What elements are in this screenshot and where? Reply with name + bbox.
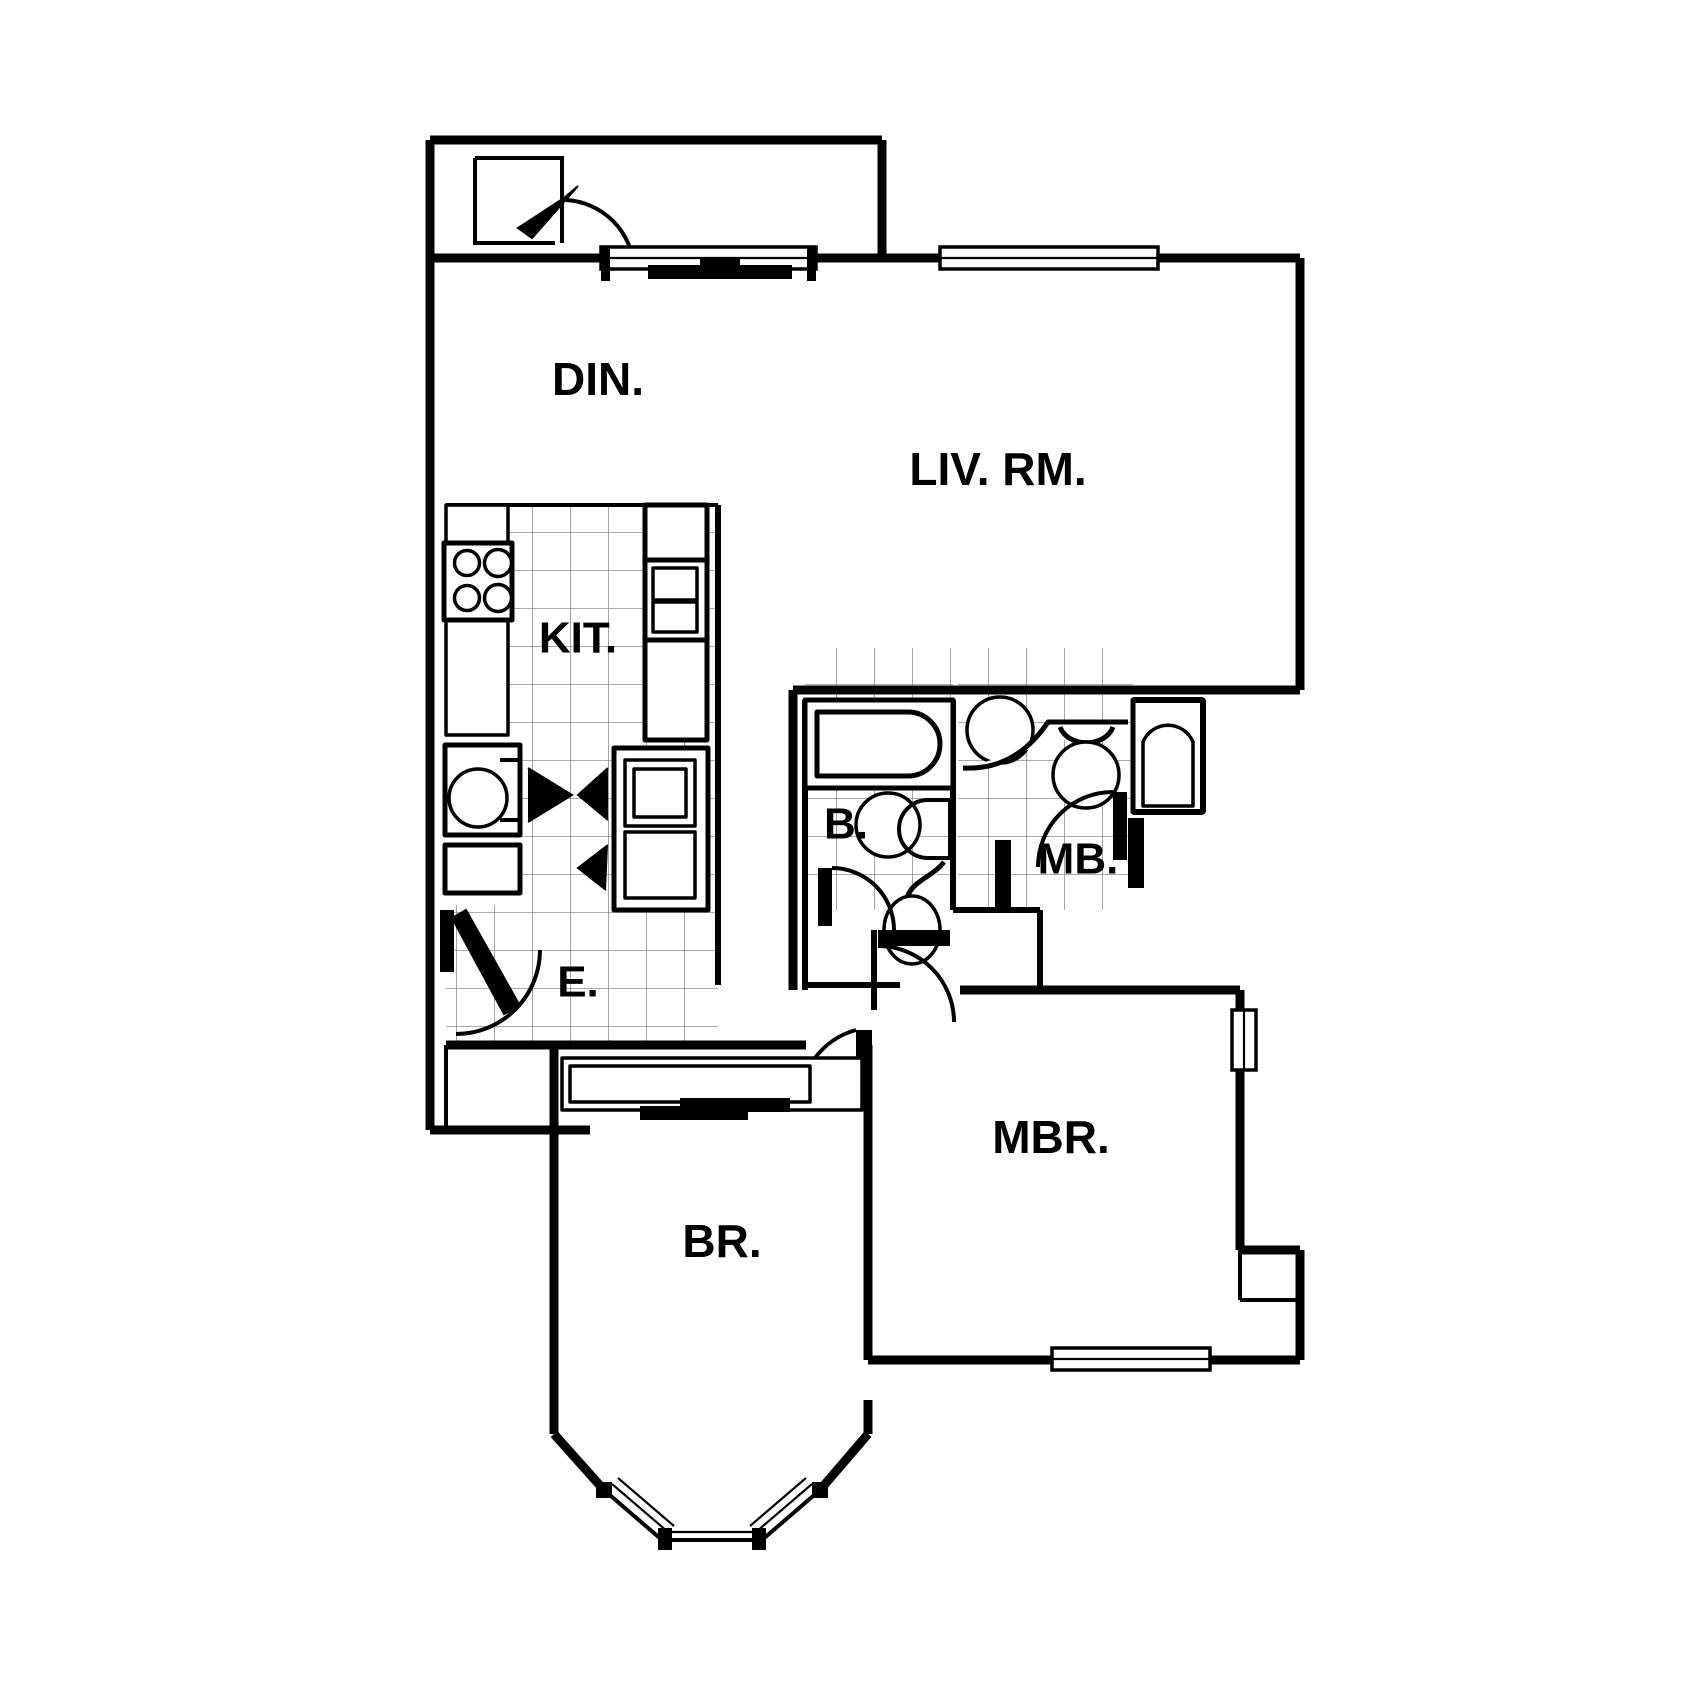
master-bedroom-window-right	[1230, 1008, 1258, 1072]
bathroom-vanity-icon	[854, 791, 952, 860]
sliding-door-rail	[648, 258, 792, 279]
room-labels: DIN. LIV. RM. KIT. B. MB. E. MBR. BR.	[539, 353, 1118, 1267]
room-label-kit: KIT.	[539, 614, 617, 663]
entry-vestibule	[425, 135, 887, 258]
room-label-br: BR.	[682, 1215, 761, 1267]
room-label-mbath: MB.	[1038, 835, 1119, 884]
hall-door-mbr[interactable]	[871, 930, 956, 1023]
master-bath-closet-jambs	[995, 818, 1144, 912]
kitchen-door[interactable]	[440, 908, 542, 1036]
kitchen-cabinets-right	[642, 502, 710, 743]
master-bath-vanity-icon	[962, 695, 1128, 771]
laundry-appliances	[442, 842, 523, 896]
bathroom-door[interactable]	[818, 866, 896, 931]
room-label-mbr: MBR.	[992, 1111, 1110, 1163]
room-label-liv: LIV. RM.	[909, 443, 1086, 495]
room-label-din: DIN.	[552, 353, 644, 405]
shower-stall-icon	[1130, 697, 1206, 815]
master-bath-door[interactable]	[1036, 790, 1127, 868]
bedroom-closet	[560, 1056, 864, 1120]
bedroom-walls	[549, 1040, 960, 1493]
kitchen-passthrough-arrows	[527, 767, 609, 891]
kitchen-sink-icon	[442, 742, 523, 838]
bathtub-icon	[802, 697, 956, 791]
entry-walls	[444, 1040, 554, 1130]
room-label-bath: B.	[824, 800, 868, 849]
range-icon	[441, 540, 515, 623]
kitchen-island	[611, 745, 711, 913]
bathroom-block-walls	[788, 685, 1300, 990]
room-label-entry: E.	[557, 958, 599, 1007]
master-bedroom-window-bottom	[1050, 1346, 1212, 1372]
window-living-top	[938, 245, 1160, 271]
bedroom-bay-window	[596, 1477, 828, 1550]
